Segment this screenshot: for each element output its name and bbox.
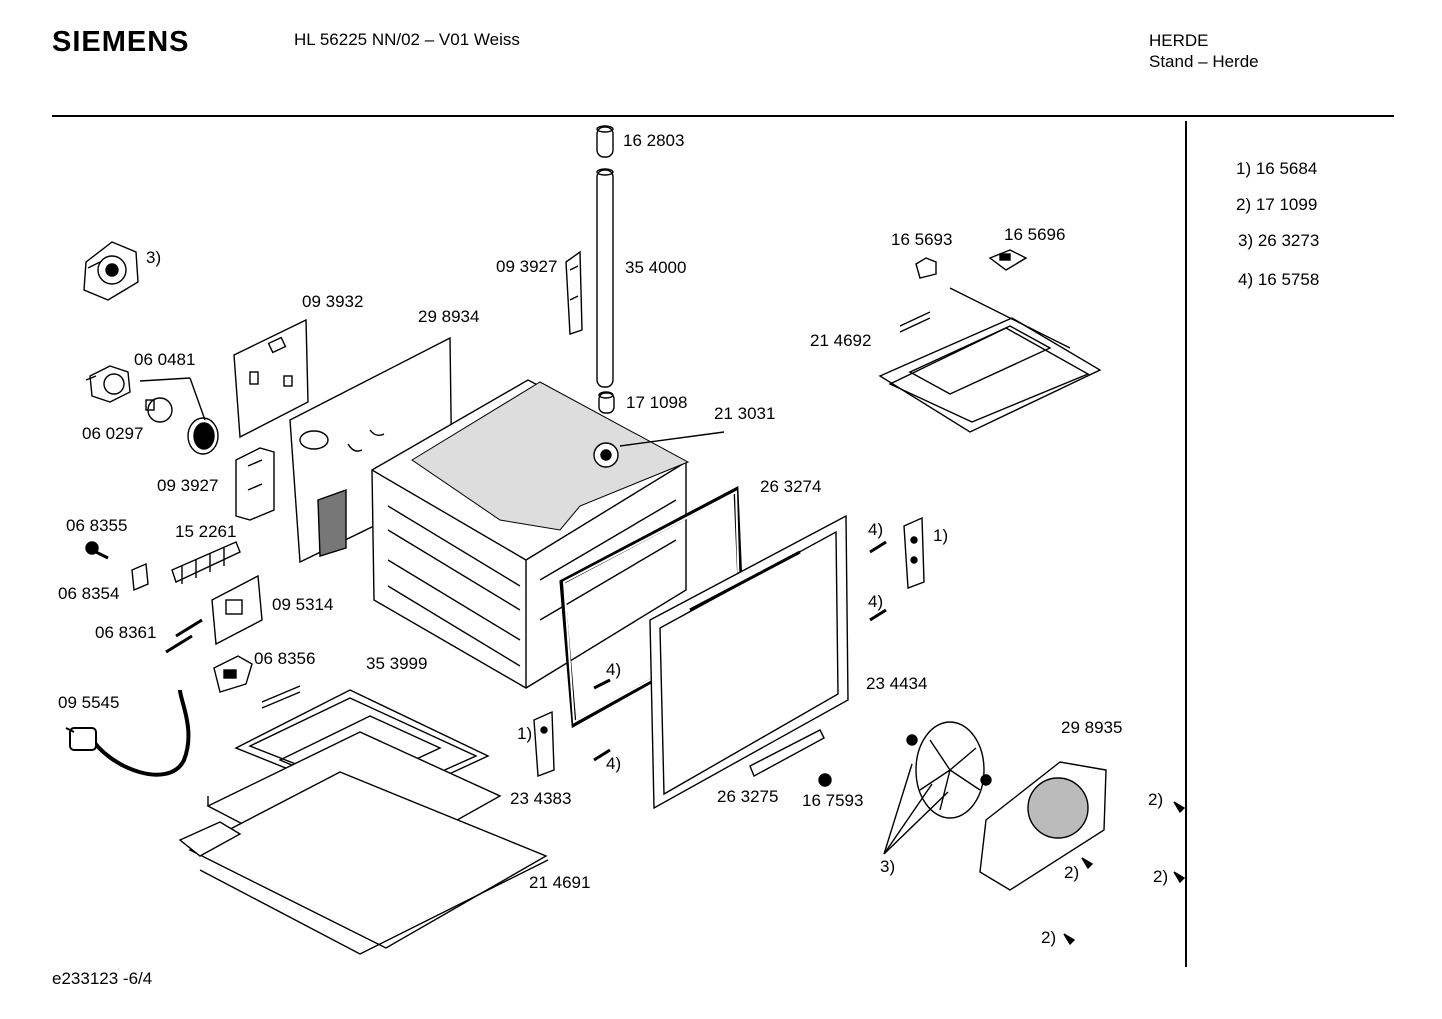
hinge-bracket-icon	[235, 447, 275, 521]
leader-line	[619, 431, 725, 447]
part-label: 09 5314	[272, 595, 334, 614]
door-hinge-icon	[903, 516, 925, 589]
screw-icon	[869, 608, 887, 622]
clip-icon	[131, 562, 149, 592]
part-label: 16 5696	[1004, 225, 1066, 244]
part-label: 29 8934	[418, 307, 480, 326]
part-label: 09 3927	[157, 476, 219, 495]
lamp-cover-icon	[187, 417, 219, 455]
nut-icon	[818, 773, 832, 787]
screw-icon	[1173, 801, 1186, 814]
door-trim-icon	[749, 729, 825, 777]
leader-line	[139, 377, 191, 382]
part-label: 35 3999	[366, 654, 428, 673]
connector-icon	[213, 655, 253, 693]
screw-icon	[869, 540, 887, 554]
part-label: 26 3275	[717, 787, 779, 806]
part-label: 16 7593	[802, 791, 864, 810]
category-subtitle: Stand – Herde	[1149, 52, 1259, 71]
screw-icon	[593, 678, 611, 690]
fan-blade-icon	[915, 721, 985, 819]
part-label: 09 3927	[496, 257, 558, 276]
part-label: 2)	[1064, 863, 1080, 882]
heater-bracket-icon	[988, 249, 1028, 271]
top-heating-element-icon	[878, 287, 1102, 433]
power-cord-icon	[65, 689, 191, 777]
part-label: 21 3031	[714, 404, 776, 423]
part-label: 1)	[517, 724, 533, 743]
part-label: 09 5545	[58, 693, 120, 712]
part-label: 3)	[146, 248, 162, 267]
screw-icon	[593, 748, 611, 762]
lamp-bulb-icon	[145, 397, 173, 423]
back-plate-icon	[233, 318, 309, 439]
base-tray-icon	[178, 771, 549, 955]
part-label: 26 3274	[760, 477, 822, 496]
part-label: 06 0297	[82, 424, 144, 443]
fan-cover-icon	[979, 761, 1107, 891]
thermostat-bracket-icon	[211, 574, 263, 646]
footnote-2: 2) 17 1099	[1236, 195, 1318, 214]
part-label: 2)	[1041, 928, 1057, 947]
leader-line	[189, 377, 206, 421]
fan-motor-icon	[83, 241, 139, 301]
part-label: 06 8361	[95, 623, 157, 642]
bolt-icon	[175, 618, 203, 638]
screw-icon	[1081, 857, 1094, 870]
insulation-mat-icon	[411, 381, 690, 531]
vertical-pipe-icon	[596, 168, 614, 388]
terminal-block-icon	[171, 541, 241, 584]
fan-nut-icon	[906, 734, 918, 746]
bolt-icon	[85, 541, 109, 560]
part-label: 06 0481	[134, 350, 196, 369]
hinge-bracket-top-icon	[565, 250, 583, 335]
pipe-cap-icon	[596, 125, 614, 158]
part-label: 17 1098	[626, 393, 688, 412]
door-frame-icon	[649, 514, 849, 810]
document-id: e233123 -6/4	[52, 969, 153, 988]
door-hinge-icon	[533, 710, 555, 777]
screw-icon	[1063, 933, 1076, 946]
part-label: 06 8355	[66, 516, 128, 535]
part-label: 21 4691	[529, 873, 591, 892]
part-label: 35 4000	[625, 258, 687, 277]
leader-line	[883, 763, 949, 855]
part-label: 3)	[880, 857, 896, 876]
part-label: 16 2803	[623, 131, 685, 150]
part-label: 06 8354	[58, 584, 120, 603]
bolt-icon	[165, 634, 193, 654]
part-label: 2)	[1153, 867, 1169, 886]
part-label: 23 4434	[866, 674, 928, 693]
fan-washer-icon	[980, 774, 992, 786]
part-label: 1)	[933, 526, 949, 545]
pipe-sleeve-icon	[598, 391, 615, 414]
part-label: 4)	[868, 520, 884, 539]
part-label: 4)	[868, 592, 884, 611]
legend-divider	[1185, 121, 1187, 967]
heater-clip-icon	[915, 257, 937, 279]
part-label: 16 5693	[891, 230, 953, 249]
brand-logo: SIEMENS	[52, 26, 190, 58]
category-title: HERDE	[1149, 31, 1209, 50]
part-label: 2)	[1148, 790, 1164, 809]
screw-icon	[1173, 871, 1186, 884]
part-label: 21 4692	[810, 331, 872, 350]
header-divider	[52, 115, 1394, 117]
part-label: 23 4383	[510, 789, 572, 808]
footnote-3: 3) 26 3273	[1238, 231, 1320, 250]
part-label: 06 8356	[254, 649, 316, 668]
part-label: 09 3932	[302, 292, 364, 311]
lamp-holder-icon	[85, 365, 131, 403]
footnote-4: 4) 16 5758	[1238, 270, 1320, 289]
part-label: 29 8935	[1061, 718, 1123, 737]
model-number: HL 56225 NN/02 – V01 Weiss	[294, 30, 520, 49]
part-label: 15 2261	[175, 522, 237, 541]
part-label: 4)	[606, 754, 622, 773]
footnote-1: 1) 16 5684	[1236, 159, 1318, 178]
part-label: 4)	[606, 660, 622, 679]
